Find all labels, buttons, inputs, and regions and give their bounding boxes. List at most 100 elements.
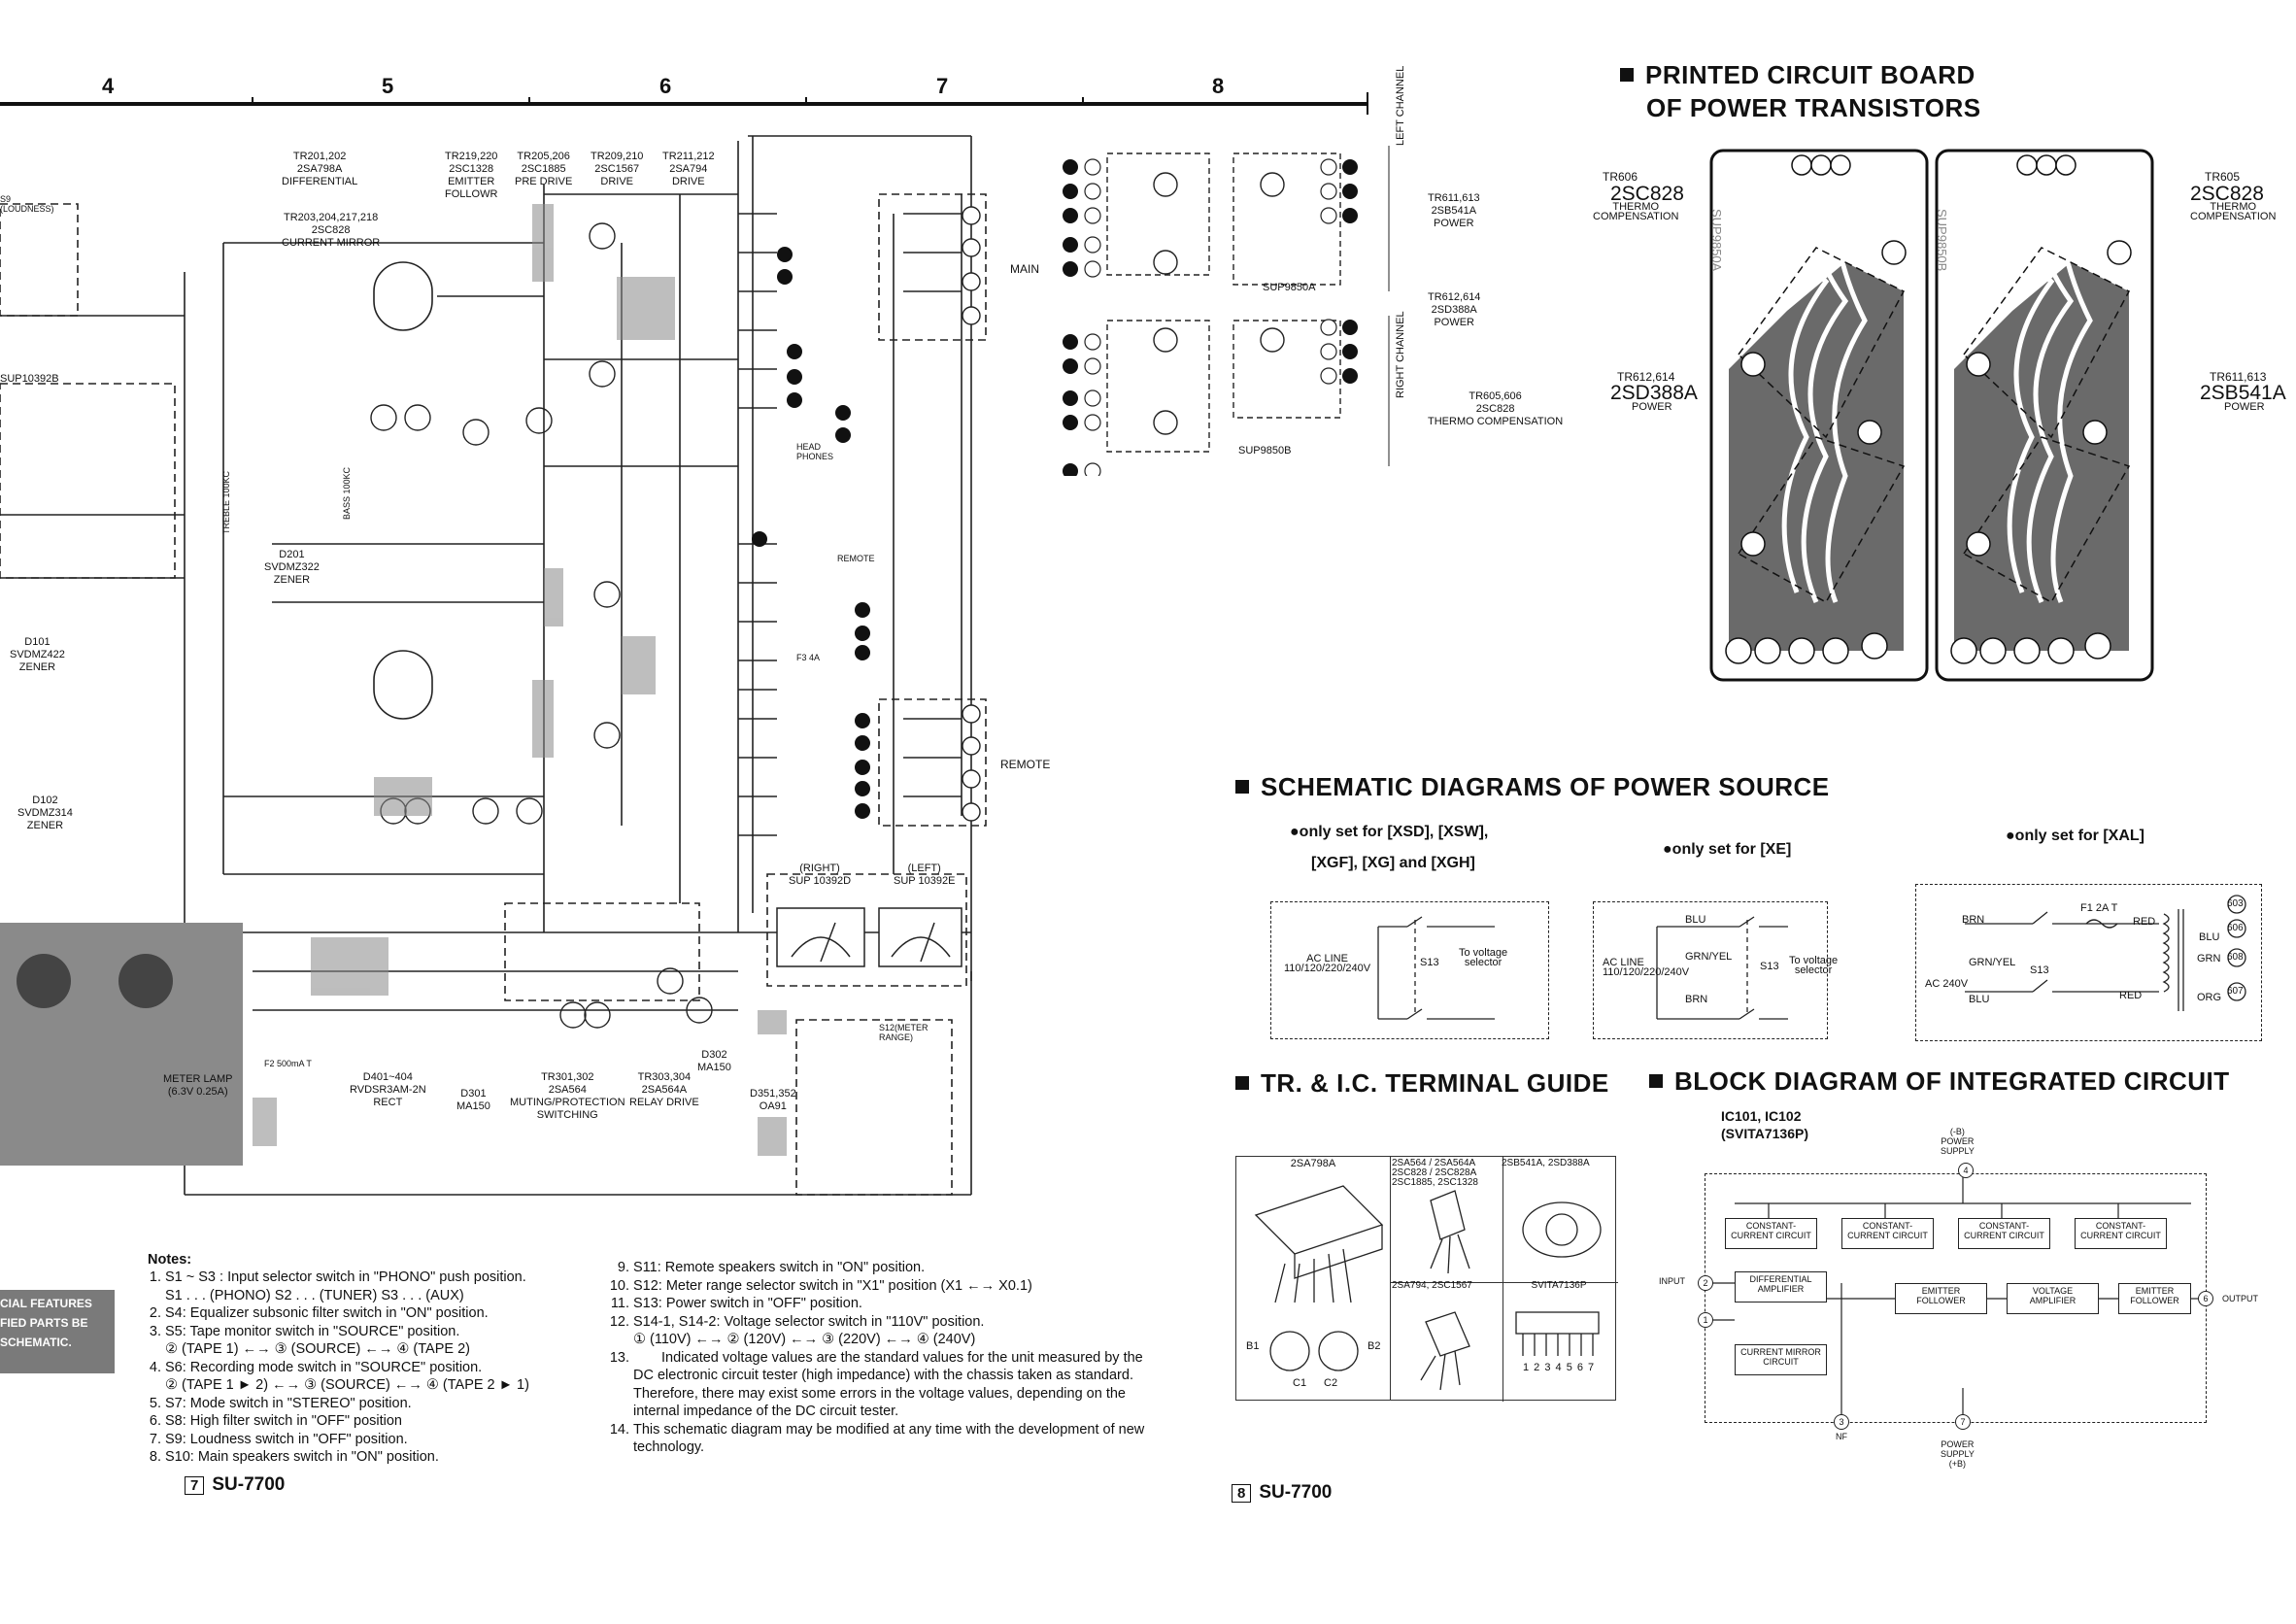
power-to-voltage-2: To voltage selector xyxy=(1789,955,1839,976)
power-ac-line-1: AC LINE 110/120/220/240V xyxy=(1284,953,1371,974)
grid-number-7: 7 xyxy=(936,74,949,98)
power-note-3: ●only set for [XAL] xyxy=(2006,828,2144,844)
block-pin-4: 4 xyxy=(1958,1163,1974,1178)
block-pin-6: 6 xyxy=(2198,1291,2213,1306)
tg-pin-c2: C2 xyxy=(1324,1377,1338,1389)
block-ic-name: IC101, IC102 (SVITA7136P) xyxy=(1721,1108,1808,1141)
power-source-box-2 xyxy=(1593,901,1828,1039)
title-bullet-icon xyxy=(1235,780,1249,794)
label-d201: D201 SVDMZ322 ZENER xyxy=(264,549,320,586)
note-right-item: S13: Power switch in "OFF" position. xyxy=(633,1295,1156,1313)
notes-right-list: S11: Remote speakers switch in "ON" posi… xyxy=(612,1259,1156,1457)
power-transistor-schematic xyxy=(1063,146,1390,476)
power-grnyel-3: GRN/YEL xyxy=(1969,957,2016,968)
grid-number-4: 4 xyxy=(102,74,115,98)
label-meter-lamp: METER LAMP (6.3V 0.25A) xyxy=(163,1073,233,1098)
footer-left-model: SU-7700 xyxy=(212,1474,286,1495)
power-grnyel-2: GRN/YEL xyxy=(1685,951,1733,963)
grid-number-8: 8 xyxy=(1212,74,1225,98)
power-note-1b: [XGF], [XG] and [XGH] xyxy=(1311,855,1475,871)
title-bullet-icon xyxy=(1620,68,1634,82)
note-left-item: S9: Loudness switch in "OFF" position. xyxy=(165,1431,620,1449)
pcb-tr611-part: 2SB541A xyxy=(2200,382,2286,404)
pcb-tr612-desc: POWER xyxy=(1632,401,1672,413)
power-note-1: ●only set for [XSD], [XSW], xyxy=(1290,824,1489,840)
label-tr205: TR205,206 2SC1885 PRE DRIVE xyxy=(515,151,573,187)
pcb-tr612: TR612,614 xyxy=(1617,370,1675,384)
label-d102: D102 SVDMZ314 ZENER xyxy=(17,795,73,831)
power-pin-607: 607 xyxy=(2227,986,2244,997)
power-source-diagram-3 xyxy=(1965,895,2246,1011)
power-red-top: RED xyxy=(2133,916,2156,928)
power-source-box-1 xyxy=(1270,901,1549,1039)
notes-heading: Notes: xyxy=(148,1252,192,1268)
label-sup9850b: SUP9850B xyxy=(1238,445,1292,457)
label-d301: D301 MA150 xyxy=(456,1088,490,1112)
pcb-title-line2: OF POWER TRANSISTORS xyxy=(1646,93,1981,122)
power-source-diagram-1 xyxy=(1377,916,1495,1020)
power-brn-3: BRN xyxy=(1962,914,1985,926)
label-d302: D302 MA150 xyxy=(697,1049,731,1073)
power-note-2: ●only set for [XE] xyxy=(1663,841,1792,858)
tg-pin-numbers: 1 2 3 4 5 6 7 xyxy=(1523,1362,1596,1373)
pcb-tr611: TR611,613 xyxy=(2210,370,2267,384)
label-treble: TREBLE 100KC xyxy=(221,470,231,534)
power-f1: F1 2A T xyxy=(2080,902,2118,914)
notes-right: S11: Remote speakers switch in "ON" posi… xyxy=(612,1259,1156,1457)
power-pin-603: 603 xyxy=(2227,898,2244,909)
notes-left: S1 ~ S3 : Input selector switch in "PHON… xyxy=(144,1269,620,1467)
note-left-item: S4: Equalizer subsonic filter switch in … xyxy=(165,1304,620,1323)
amplifier-schematic xyxy=(0,92,1368,1196)
block-power-plus: POWER SUPPLY (+B) xyxy=(1941,1439,1975,1469)
block-power-minus: (-B) POWER SUPPLY xyxy=(1941,1127,1975,1156)
label-tr219: TR219,220 2SC1328 EMITTER FOLLOWR xyxy=(445,151,498,200)
label-tr201: TR201,202 2SA798A DIFFERENTIAL xyxy=(282,151,358,187)
block-diagram-title: BLOCK DIAGRAM OF INTEGRATED CIRCUIT xyxy=(1649,1066,2230,1097)
footer-right-page-number: 8 xyxy=(1232,1484,1252,1503)
block-current-mirror: CURRENT MIRROR CIRCUIT xyxy=(1735,1344,1827,1375)
label-tr611: TR611,613 2SB541A POWER xyxy=(1428,192,1480,229)
note-left-item: S8: High filter switch in "OFF" position xyxy=(165,1412,620,1431)
power-pin-608: 608 xyxy=(2227,952,2244,963)
label-right-channel: RIGHT CHANNEL xyxy=(1395,311,1406,398)
label-sup10392b: SUP10392B xyxy=(0,373,59,385)
pcb-tr605-desc: THERMO COMPENSATION xyxy=(2190,201,2277,222)
label-tr303: TR303,304 2SA564A RELAY DRIVE xyxy=(629,1071,699,1108)
block-diagram-box: CONSTANT- CURRENT CIRCUIT CONSTANT- CURR… xyxy=(1705,1173,2207,1423)
note-right-item: This schematic diagram may be modified a… xyxy=(633,1421,1156,1457)
power-blu-3: BLU xyxy=(1969,994,1990,1005)
note-right-item: Indicated voltage values are the standar… xyxy=(633,1349,1156,1421)
block-voltage-amplifier: VOLTAGE AMPLIFIER xyxy=(2007,1283,2099,1314)
terminal-guide-title: TR. & I.C. TERMINAL GUIDE xyxy=(1235,1068,1609,1099)
power-blu-out: BLU xyxy=(2199,931,2220,943)
power-brn-2: BRN xyxy=(1685,994,1708,1005)
power-org-out: ORG xyxy=(2197,992,2222,1003)
note-right-item: S12: Meter range selector switch in "X1"… xyxy=(633,1277,1156,1296)
pcb-tr606-desc: THERMO COMPENSATION xyxy=(1593,201,1679,222)
grid-number-6: 6 xyxy=(659,74,672,98)
terminal-guide-drawings xyxy=(1254,1185,1602,1391)
tg-cell-2sa798a: 2SA798A xyxy=(1236,1157,1391,1400)
label-tr301: TR301,302 2SA564 MUTING/PROTECTION SWITC… xyxy=(510,1071,625,1121)
tg-cell-svita7136p: SVITA7136P xyxy=(1531,1280,1587,1291)
power-pin-606: 606 xyxy=(2227,923,2244,933)
power-ac240: AC 240V xyxy=(1925,978,1969,990)
power-blu-2: BLU xyxy=(1685,914,1706,926)
block-constant-current-2: CONSTANT- CURRENT CIRCUIT xyxy=(1841,1218,1934,1249)
power-s13-2: S13 xyxy=(1760,961,1779,972)
tg-cell-2sa794: 2SA794, 2SC1567 xyxy=(1390,1279,1503,1402)
note-left-item: S10: Main speakers switch in "ON" positi… xyxy=(165,1448,620,1467)
power-s13-1: S13 xyxy=(1420,957,1439,968)
power-source-box-3 xyxy=(1915,884,2262,1041)
notes-left-list: S1 ~ S3 : Input selector switch in "PHON… xyxy=(144,1269,620,1467)
title-bullet-icon xyxy=(1649,1074,1663,1088)
label-bass: BASS 100KC xyxy=(342,466,352,520)
label-meter-range: S12(METER RANGE) xyxy=(879,1023,929,1042)
footer-left-page-number: 7 xyxy=(185,1476,205,1495)
block-constant-current-3: CONSTANT- CURRENT CIRCUIT xyxy=(1958,1218,2050,1249)
pcb-tr606-part: 2SC828 xyxy=(1610,183,1684,205)
block-emitter-follower-1: EMITTER FOLLOWER xyxy=(1895,1283,1987,1314)
tg-pin-b2: B2 xyxy=(1367,1340,1381,1352)
terminal-guide-table: 2SA798A 2SA564 / 2SA564A 2SC828 / 2SC828… xyxy=(1235,1156,1618,1402)
